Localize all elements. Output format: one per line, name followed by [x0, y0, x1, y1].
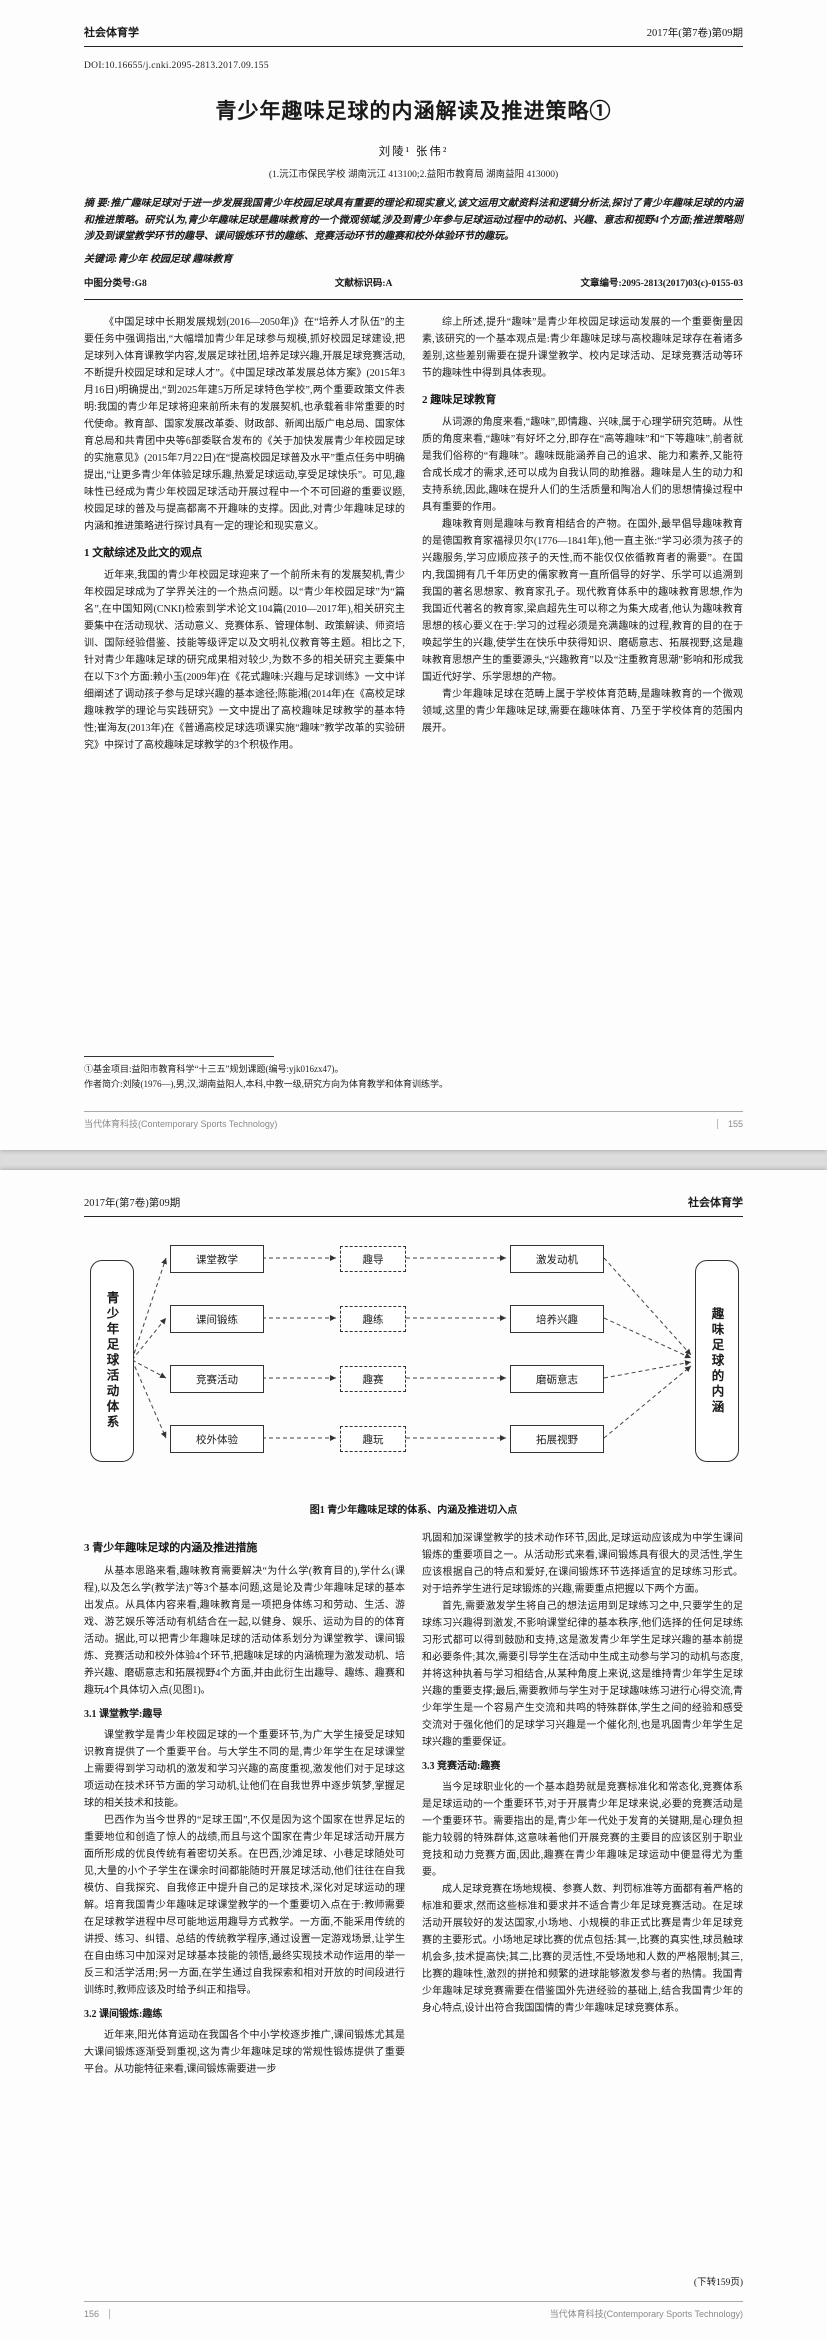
figure-box-outside: 校外体验 [170, 1425, 264, 1453]
abstract-label: 摘 要: [84, 198, 111, 209]
figure-box-vision: 拓展视野 [510, 1425, 604, 1453]
paper-title: 青少年趣味足球的内涵解读及推进策略① [215, 99, 612, 123]
section-heading-3-3: 3.3 竞赛活动:趣赛 [422, 1761, 501, 1772]
figure-box-quwan: 趣玩 [340, 1426, 406, 1452]
figure-box-qulian: 趣练 [340, 1306, 406, 1332]
page-number: 156 [84, 2308, 111, 2319]
issue-label: 2017年(第7卷)第09期 [646, 28, 743, 39]
body-columns-p2: 3 青少年趣味足球的内涵及推进措施 从基本思路来看,趣味教育需要解决“为什么学(… [84, 1530, 743, 2242]
running-head: 社会体育学 2017年(第7卷)第09期 [84, 24, 743, 47]
running-head: 2017年(第7卷)第09期 社会体育学 [84, 1194, 743, 1217]
figure-1: 青少年足球活动体系 课堂教学 课间锻练 竞赛活动 校外体验 趣导 趣练 趣赛 趣… [84, 1229, 743, 1491]
paragraph: 趣味教育则是趣味与教育相结合的产物。在国外,最早倡导趣味教育的是德国教育家福禄贝… [422, 519, 743, 684]
section-heading-3: 3 青少年趣味足球的内涵及推进措施 [84, 1542, 258, 1554]
page-footer-2: 156 当代体育科技(Contemporary Sports Technolog… [84, 2301, 743, 2320]
keywords-label: 关键词: [84, 253, 118, 265]
figure-label: 趣味足球的内涵 [709, 1306, 724, 1416]
paragraph: 成人足球竞赛在场地规模、参赛人数、判罚标准等方面都有着严格的标准和要求,然而这些… [422, 1884, 743, 2014]
abstract-block: 摘 要:推广趣味足球对于进一步发展我国青少年校园足球具有重要的理论和现实意义,该… [84, 196, 743, 246]
author-bio-note: 作者简介:刘陵(1976—),男,汉,湖南益阳人,本科,中教一级,研究方向为体育… [84, 1079, 448, 1090]
paragraph: 综上所述,提升“趣味”是青少年校园足球运动发展的一个重要衡量因素,该研究的一个基… [422, 316, 743, 379]
journal-field-label: 社会体育学 [84, 27, 139, 39]
keywords-text: 青少年 校园足球 趣味教育 [117, 253, 233, 265]
clc-number: 中图分类号:G8 [84, 278, 147, 289]
left-column-p1: 《中国足球中长期发展规划(2016—2050年)》在“培养人才队伍”的主要任务中… [84, 314, 405, 954]
footnote-block: ①基金项目:益阳市教育科学“十三五”规划课题(编号:yjk016zx47)。 作… [84, 1056, 743, 1092]
footer-journal-name: 当代体育科技(Contemporary Sports Technology) [84, 1119, 278, 1129]
paragraph: 课堂教学是青少年校园足球的一个重要环节,为广大学生接受足球知识教育提供了一个重要… [84, 1729, 405, 1809]
page-footer-1: 当代体育科技(Contemporary Sports Technology) 1… [84, 1111, 743, 1130]
section-heading-1: 1 文献综述及此文的观点 [84, 546, 203, 559]
paragraph: 近年来,阳光体育运动在我国各个中小学校逐步推广,课间锻炼尤其是大课间锻炼逐渐受到… [84, 2029, 405, 2075]
figure-box-interest: 培养兴趣 [510, 1305, 604, 1333]
figure-box-motivation: 激发动机 [510, 1245, 604, 1273]
article-number: 文章编号:2095-2813(2017)03(c)-0155-03 [580, 278, 743, 289]
figure-box-qusai: 趣赛 [340, 1366, 406, 1392]
figure-box-qudao: 趣导 [340, 1246, 406, 1272]
meta-line: 中图分类号:G8 文献标识码:A 文章编号:2095-2813(2017)03(… [84, 275, 743, 289]
right-column-p1: 综上所述,提升“趣味”是青少年校园足球运动发展的一个重要衡量因素,该研究的一个基… [422, 314, 743, 954]
fund-project-note: ①基金项目:益阳市教育科学“十三五”规划课题(编号:yjk016zx47)。 [84, 1064, 344, 1075]
paragraph: 从词源的角度来看,“趣味”,即情趣、兴味,属于心理学研究范畴。从性质的角度来看,… [422, 417, 743, 514]
keywords-line: 关键词:青少年 校园足球 趣味教育 [84, 250, 743, 265]
figure-label: 青少年足球活动体系 [104, 1291, 119, 1431]
figure-box-connotation: 趣味足球的内涵 [695, 1260, 739, 1462]
issue-label: 2017年(第7卷)第09期 [84, 1198, 181, 1209]
document-code: 文献标识码:A [334, 278, 393, 289]
page-number: 155 [716, 1118, 743, 1129]
figure-box-competition: 竞赛活动 [170, 1365, 264, 1393]
section-heading-3-1: 3.1 课堂教学:趣导 [84, 1708, 163, 1720]
body-columns-p1: 《中国足球中长期发展规划(2016—2050年)》在“培养人才队伍”的主要任务中… [84, 314, 743, 954]
figure-caption: 图1 青少年趣味足球的体系、内涵及推进切入点 [309, 1505, 518, 1516]
figure-box-recess: 课间锻练 [170, 1305, 264, 1333]
paragraph: 《中国足球中长期发展规划(2016—2050年)》在“培养人才队伍”的主要任务中… [84, 316, 405, 532]
paragraph: 巴西作为当今世界的“足球王国”,不仅是因为这个国家在世界足坛的重要地位和创造了惊… [84, 1814, 405, 1996]
figure-box-classroom: 课堂教学 [170, 1245, 264, 1273]
paragraph: 从基本思路来看,趣味教育需要解决“为什么学(教育目的),学什么(课程),以及怎么… [84, 1565, 405, 1696]
authors: 刘陵¹ 张伟² [378, 146, 449, 158]
paragraph: 近年来,我国的青少年校园足球迎来了一个前所未有的发展契机,青少年校园足球成为了学… [84, 570, 405, 752]
paragraph: 首先,需要激发学生将自己的想法运用到足球练习之中,只要学生的足球练习兴趣得到激发… [422, 1601, 743, 1748]
paragraph: 巩固和加深课堂教学的技术动作环节,因此,足球运动应该成为中学生课间锻炼的重要项目… [422, 1533, 743, 1595]
doi-text: DOI:10.16655/j.cnki.2095-2813.2017.09.15… [84, 61, 269, 71]
footnote-rule [84, 1056, 274, 1058]
figure-connector-lines [131, 1255, 692, 1441]
left-column-p2: 3 青少年趣味足球的内涵及推进措施 从基本思路来看,趣味教育需要解决“为什么学(… [84, 1530, 405, 2242]
separator-rule [84, 298, 743, 300]
section-heading-2: 2 趣味足球教育 [422, 393, 497, 406]
journal-field-label: 社会体育学 [688, 1197, 743, 1209]
affiliation: (1.沅江市保民学校 湖南沅江 413100;2.益阳市教育局 湖南益阳 413… [268, 170, 559, 180]
abstract-text: 推广趣味足球对于进一步发展我国青少年校园足球具有重要的理论和现实意义,该文运用文… [84, 198, 743, 242]
figure-box-will: 磨砺意志 [510, 1365, 604, 1393]
continued-note: (下转159页) [693, 2278, 743, 2288]
section-heading-3-2: 3.2 课间锻炼:趣练 [84, 2008, 163, 2020]
paragraph: 当今足球职业化的一个基本趋势就是竞赛标准化和常态化,竞赛体系是足球运动的一个重要… [422, 1782, 743, 1878]
page-2: 2017年(第7卷)第09期 社会体育学 [0, 1170, 827, 2340]
page-1: 社会体育学 2017年(第7卷)第09期 DOI:10.16655/j.cnki… [0, 0, 827, 1150]
figure-box-activity-system: 青少年足球活动体系 [90, 1260, 134, 1462]
paragraph: 青少年趣味足球在范畴上属于学校体育范畴,是趣味教育的一个微观领域,这里的青少年趣… [422, 689, 743, 735]
footer-journal-name: 当代体育科技(Contemporary Sports Technology) [549, 2309, 743, 2319]
right-column-p2: 巩固和加深课堂教学的技术动作环节,因此,足球运动应该成为中学生课间锻炼的重要项目… [422, 1530, 743, 2242]
